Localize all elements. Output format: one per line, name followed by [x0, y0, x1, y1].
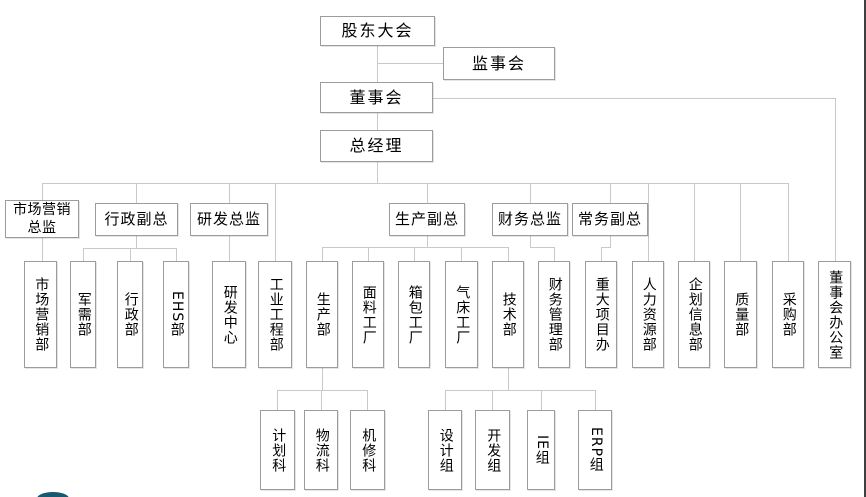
connector-line-horizontal — [530, 247, 555, 248]
connector-line-vertical — [492, 390, 493, 410]
connector-line-vertical — [136, 183, 137, 203]
org-node-production-vice-president: 生产副总 — [389, 203, 465, 236]
org-node-supervisory-board: 监事会 — [443, 47, 555, 80]
connector-line-vertical — [461, 247, 462, 261]
org-node-military-supply-dept: 军需部 — [70, 261, 96, 368]
org-node-airbed-factory: 气床工厂 — [445, 261, 478, 368]
org-node-general-manager: 总经理 — [320, 130, 433, 162]
screenshot-right-border — [864, 0, 866, 497]
connector-line-vertical — [322, 368, 323, 390]
connector-line-vertical — [277, 390, 278, 410]
connector-line-vertical — [530, 236, 531, 247]
connector-line-vertical — [321, 390, 322, 410]
watermark-logo-icon — [37, 492, 69, 497]
connector-line-horizontal — [433, 98, 835, 99]
org-node-ie-group: IE组 — [527, 410, 555, 490]
org-node-industrial-engineering-dept: 工业工程部 — [258, 261, 292, 368]
connector-line-vertical — [377, 113, 378, 130]
connector-line-horizontal — [322, 247, 509, 248]
org-node-rd-director: 研发总监 — [190, 203, 268, 236]
connector-line-horizontal — [277, 390, 368, 391]
org-node-planning-section: 计划科 — [260, 410, 295, 490]
org-node-finance-management-dept: 财务管理部 — [538, 261, 570, 368]
org-node-major-projects-office: 重大项目办 — [585, 261, 617, 368]
connector-line-vertical — [445, 390, 446, 410]
connector-line-vertical — [530, 183, 531, 203]
connector-line-vertical — [368, 247, 369, 261]
connector-line-vertical — [176, 248, 177, 261]
connector-line-vertical — [136, 236, 137, 248]
org-node-quality-dept: 质量部 — [724, 261, 757, 368]
connector-line-vertical — [229, 183, 230, 203]
org-node-development-group: 开发组 — [475, 410, 510, 490]
connector-line-horizontal — [42, 183, 789, 184]
connector-line-vertical — [554, 247, 555, 261]
org-node-design-group: 设计组 — [428, 410, 462, 490]
connector-line-vertical — [42, 183, 43, 200]
connector-line-vertical — [610, 183, 611, 203]
connector-line-vertical — [130, 248, 131, 261]
connector-line-vertical — [835, 98, 836, 261]
org-node-luggage-factory: 箱包工厂 — [398, 261, 430, 368]
org-node-ehs-dept: EHS部 — [163, 261, 189, 368]
org-node-admin-vice-president: 行政副总 — [95, 203, 178, 236]
connector-line-vertical — [788, 183, 789, 261]
org-node-production-dept: 生产部 — [306, 261, 338, 368]
connector-line-vertical — [508, 368, 509, 390]
org-node-finance-director: 财务总监 — [492, 203, 568, 236]
org-node-erp-group: ERP组 — [578, 410, 612, 490]
connector-line-vertical — [427, 236, 428, 247]
org-node-rd-center: 研发中心 — [212, 261, 246, 368]
org-node-marketing-dept: 市场营销部 — [24, 261, 57, 368]
connector-line-vertical — [541, 390, 542, 410]
connector-line-vertical — [42, 238, 43, 261]
connector-line-vertical — [377, 162, 378, 183]
connector-line-horizontal — [377, 63, 443, 64]
org-node-machine-repair-section: 机修科 — [350, 410, 385, 490]
org-node-planning-info-dept: 企划信息部 — [678, 261, 710, 368]
org-node-board-office: 董事会办公室 — [818, 261, 851, 368]
connector-line-vertical — [508, 247, 509, 261]
org-node-logistics-section: 物流科 — [304, 410, 338, 490]
connector-line-vertical — [694, 183, 695, 261]
org-node-shareholders-meeting: 股东大会 — [320, 16, 435, 46]
org-node-executive-vice-president: 常务副总 — [572, 203, 648, 236]
connector-line-vertical — [377, 46, 378, 82]
connector-line-vertical — [275, 183, 276, 261]
connector-line-vertical — [83, 248, 84, 261]
connector-line-vertical — [427, 183, 428, 203]
connector-line-vertical — [595, 390, 596, 410]
connector-line-horizontal — [601, 247, 611, 248]
connector-line-vertical — [367, 390, 368, 410]
connector-line-vertical — [610, 236, 611, 247]
org-node-technology-dept: 技术部 — [492, 261, 524, 368]
connector-line-vertical — [322, 247, 323, 261]
connector-line-vertical — [601, 247, 602, 261]
org-node-purchasing-dept: 采购部 — [772, 261, 804, 368]
connector-line-vertical — [229, 236, 230, 261]
org-node-hr-dept: 人力资源部 — [632, 261, 664, 368]
org-node-fabric-factory: 面料工厂 — [352, 261, 384, 368]
connector-line-vertical — [648, 183, 649, 261]
org-node-marketing-director: 市场营销总监 — [5, 200, 79, 238]
connector-line-vertical — [740, 183, 741, 261]
connector-line-horizontal — [445, 390, 596, 391]
org-node-board-of-directors: 董事会 — [320, 82, 433, 113]
org-node-admin-dept: 行政部 — [117, 261, 143, 368]
connector-line-vertical — [414, 247, 415, 261]
